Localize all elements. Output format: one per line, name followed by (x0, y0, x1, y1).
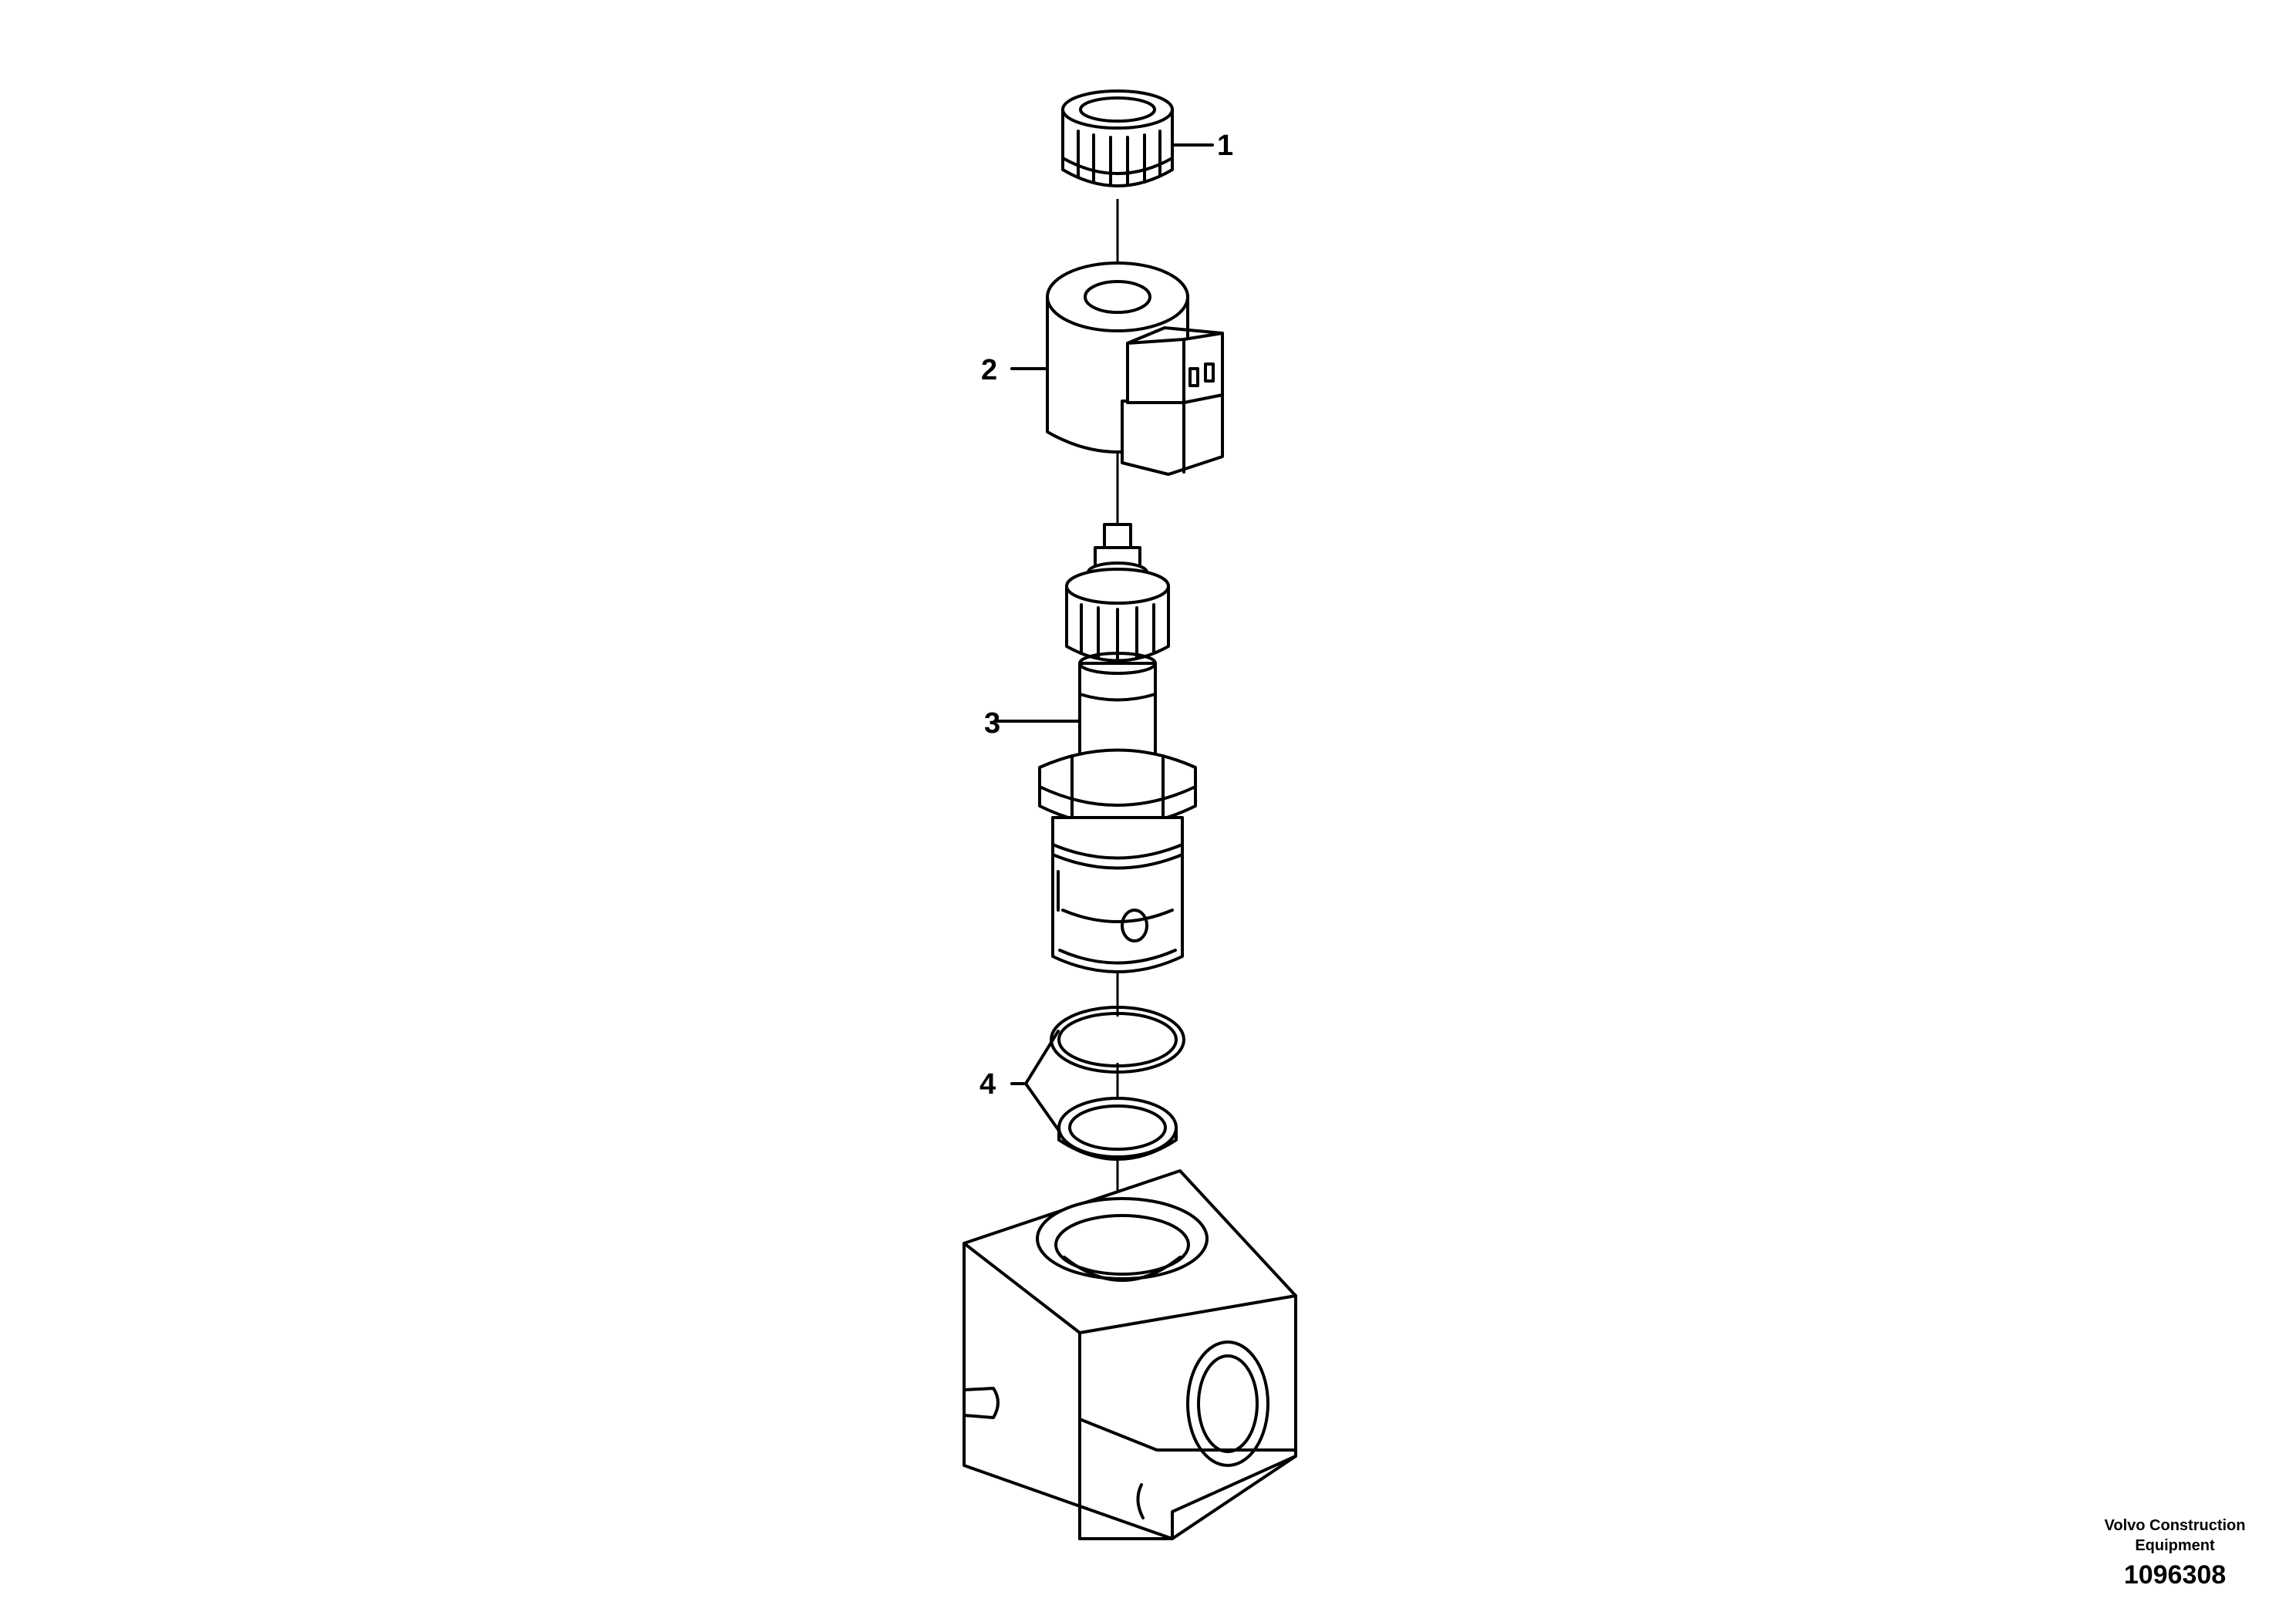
callout-4: 4 (979, 1068, 996, 1101)
callout-labels: 1 2 3 4 (979, 130, 1233, 1101)
valve-housing-block (963, 1169, 1297, 1540)
callout-1: 1 (1217, 130, 1233, 162)
part-4-seal-rings (1010, 1006, 1185, 1161)
part-3-valve-cartridge (993, 523, 1197, 973)
credit-line-2: Equipment (2135, 1537, 2215, 1554)
diagram-footer: Volvo Construction Equipment 1096308 (2105, 1517, 2246, 1590)
callout-3: 3 (984, 707, 1000, 740)
callout-2: 2 (981, 354, 997, 386)
reference-number: 1096308 (2124, 1560, 2226, 1590)
credit-line-1: Volvo Construction (2105, 1517, 2246, 1534)
part-2-solenoid-coil (1010, 261, 1224, 476)
part-1-nut (1061, 89, 1214, 187)
